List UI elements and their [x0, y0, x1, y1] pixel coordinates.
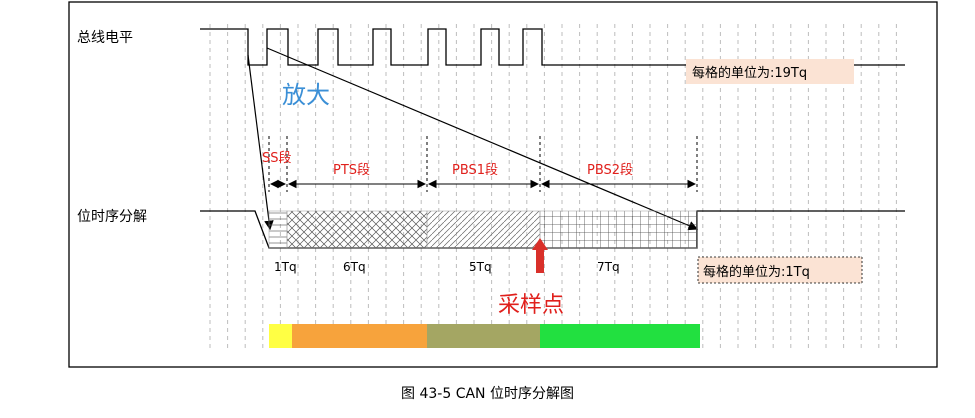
- segment-block-ss: [268, 210, 288, 249]
- segment-name-pbs1: PBS1段: [452, 163, 498, 178]
- color-bar-pbs1: [427, 324, 540, 348]
- segment-name-pts: PTS段: [333, 163, 370, 178]
- segment-name-ss: SS段: [262, 151, 292, 166]
- vertical-grid-lines: [209, 24, 897, 352]
- tq-label-pbs1: 5Tq: [469, 260, 492, 274]
- color-bar-ss: [269, 324, 292, 348]
- can-bit-timing-diagram: 总线电平 位时序分解 放大 每格的单位为:19Tq SS段 PTS段 PBS1段…: [68, 1, 938, 368]
- segment-block-pts: [286, 210, 428, 249]
- segment-block-pbs2: [539, 210, 698, 249]
- figure-caption: 图 43-5 CAN 位时序分解图: [401, 386, 574, 402]
- segment-color-bar: [269, 324, 700, 348]
- color-bar-pbs2: [540, 324, 700, 348]
- segment-block-pbs1: [426, 210, 541, 249]
- zoom-line-right: [266, 47, 699, 231]
- grid-unit-bottom-box: [697, 256, 863, 284]
- grid-unit-top-label: 每格的单位为:19Tq: [692, 65, 807, 81]
- segment-name-pbs2: PBS2段: [587, 163, 633, 178]
- bus-level-waveform: [200, 28, 905, 66]
- zoom-label: 放大: [282, 81, 330, 109]
- sample-point-arrow: [532, 238, 548, 273]
- sample-point-label: 采样点: [498, 293, 564, 318]
- color-bar-pts: [292, 324, 427, 348]
- zoom-line-left: [247, 54, 274, 231]
- tq-label-ss: 1Tq: [274, 260, 297, 274]
- tq-label-pbs2: 7Tq: [597, 260, 620, 274]
- tq-label-pts: 6Tq: [343, 260, 366, 274]
- bus-level-label: 总线电平: [77, 30, 133, 46]
- bit-timing-label: 位时序分解: [77, 209, 147, 225]
- grid-unit-bottom-label: 每格的单位为:1Tq: [703, 264, 810, 280]
- grid-unit-top-box: [686, 59, 854, 84]
